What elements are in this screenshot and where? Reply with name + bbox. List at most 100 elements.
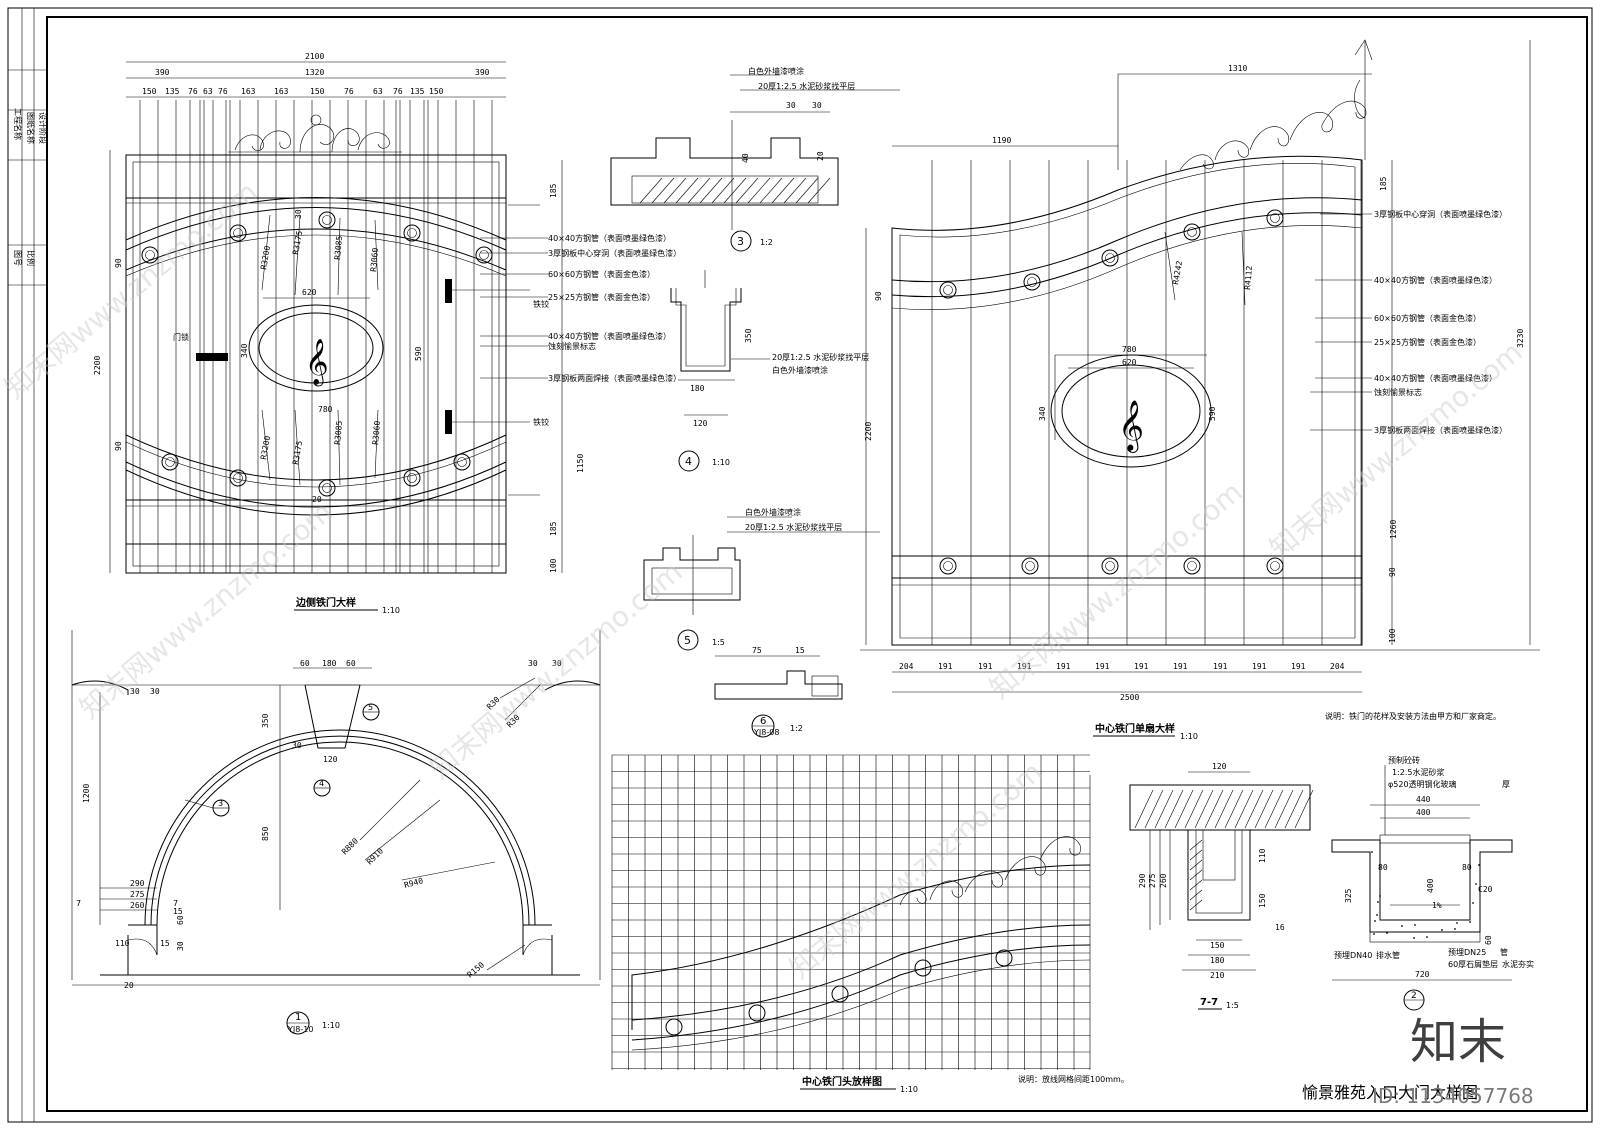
rosette-ring (318, 211, 336, 229)
bar-dim-label: 191 (1252, 662, 1267, 671)
radius-label: R3085 (333, 420, 344, 445)
d2-label: 管 (1500, 947, 1508, 957)
s77-dim: 150 (1258, 893, 1267, 908)
center-leaf-frame (891, 155, 1363, 646)
d3-dim: 20 (816, 151, 825, 161)
s77-title: 7-7 (1200, 997, 1218, 1008)
s77-dim: 180 (1210, 956, 1225, 965)
layout-scale: 1:10 (900, 1085, 918, 1094)
radius-label: R3200 (259, 245, 272, 270)
bar-dim-label: 135 (165, 87, 180, 96)
bar-dim-label: 191 (938, 662, 953, 671)
brand-logo: 知末 (1410, 1014, 1506, 1070)
d2-dim: 80 (1462, 863, 1472, 872)
d6-num: 6 (760, 716, 766, 727)
rosette-ring (943, 285, 953, 295)
rosette-ring (1025, 561, 1035, 571)
detail-3-section: 白色外墙漆喷涂 20厚1:2.5 水泥砂浆找平层 30 30 40 20 3 1… (610, 66, 900, 252)
scroll-ornament (1179, 39, 1373, 171)
s77-dim: 120 (1212, 762, 1227, 771)
arch-dim: 260 (130, 901, 145, 910)
d2-dim: 400 (1416, 808, 1431, 817)
d5-num: 5 (684, 634, 691, 647)
d2-label: φ520透明钢化玻璃 (1388, 779, 1457, 789)
d4-num: 4 (685, 455, 692, 468)
arch-dim: 15 (173, 907, 183, 916)
lock-label: 门锁 (173, 332, 189, 342)
dim-780: 780 (318, 405, 333, 414)
bar-dim-label: 163 (241, 87, 256, 96)
center-gate-layout-grid: 中心铁门头放样图 1:10 说明：放线网格间距100mm。 (611, 754, 1129, 1094)
bar-dim-label: 204 (899, 662, 914, 671)
side-strip: 工程名称 图纸名称 设计阶段 图号 比例 (13, 108, 48, 266)
arch-ref: YJ8-10 (287, 1025, 313, 1034)
dim-2100: 2100 (305, 52, 324, 61)
dim-2500: 2500 (1120, 693, 1139, 702)
bar-dim-label: 191 (1213, 662, 1228, 671)
rosette-ring (318, 479, 336, 497)
arch-callout-num: 3 (218, 799, 223, 808)
s77-dim: 16 (1275, 923, 1285, 932)
d2-num: 2 (1411, 991, 1417, 1001)
d3-dim: 30 (812, 101, 822, 110)
strip-text: 比例 (26, 250, 36, 266)
rosette-ring (1023, 273, 1041, 291)
center-leaf-note: 说明：铁门的花样及安装方法由甲方和厂家商定。 (1325, 711, 1501, 721)
rosette-ring (407, 228, 417, 238)
d3-callout (730, 230, 752, 252)
scroll-ornament (228, 114, 402, 153)
treble-clef-icon: 𝄞 (1118, 400, 1144, 453)
id-text: ID: 1134057768 (1372, 1084, 1534, 1108)
d3-label: 20厚1:2.5 水泥砂浆找平层 (758, 81, 855, 91)
material-label: 40×40方钢管（表面喷墨绿色漆） (548, 331, 671, 341)
bar-dim-label: 150 (142, 87, 157, 96)
radius-label: R4112 (1243, 265, 1254, 290)
bar-dim-label: 150 (310, 87, 325, 96)
material-label: 40×40方钢管（表面喷墨绿色漆） (1374, 275, 1497, 285)
d2-dim: C20 (1478, 885, 1493, 894)
side-gate-scale: 1:10 (382, 606, 400, 615)
d5-label: 20厚1:2.5 水泥砂浆找平层 (745, 522, 842, 532)
d2-dim: 440 (1416, 795, 1431, 804)
radius-label: R3175 (291, 230, 304, 255)
rosette-ring (1266, 557, 1284, 575)
rosette-ring (233, 228, 243, 238)
s77-dim: 210 (1210, 971, 1225, 980)
hinge-label: 铁铰 (533, 417, 549, 427)
arch-dim: 30 (528, 659, 538, 668)
arch-dim: 30 (552, 659, 562, 668)
d2-label: 水泥夯实 (1502, 959, 1534, 969)
detail-2-section: 440 400 80 80 325 400 60 720 C20 1% 预制砼砖… (1331, 755, 1534, 1011)
bar-dim-label: 76 (344, 87, 354, 96)
rosette-ring (1183, 557, 1201, 575)
bar-dim-label: 150 (429, 87, 444, 96)
watermark: 知末网www.znzmo.com (423, 555, 688, 785)
dim-1260: 1260 (1389, 520, 1398, 539)
arch-dim: 30 (150, 687, 160, 696)
sheet-title: 愉景雅苑入口大门大样图 (1302, 1083, 1478, 1102)
bar-dim-label: 204 (1330, 662, 1345, 671)
watermarks: 知末网www.znzmo.com 知末网www.znzmo.com 知末网www… (0, 175, 1529, 985)
bar-dim-label: 163 (274, 87, 289, 96)
rosette-ring (407, 473, 417, 483)
material-label: 3厚钢板两面焊接（表面喷墨绿色漆） (1374, 425, 1507, 435)
dim-340: 340 (1038, 406, 1047, 421)
inner-border (46, 16, 1588, 1112)
s77-dim: 275 (1148, 873, 1157, 888)
bar-dim-label: 191 (1134, 662, 1149, 671)
bar-dim-label: 191 (978, 662, 993, 671)
s77-dim: 260 (1159, 873, 1168, 888)
dim-185: 185 (1379, 176, 1388, 191)
side-gate-frame (125, 154, 507, 574)
dim-620: 620 (1122, 358, 1137, 367)
dim-3230: 3230 (1516, 329, 1525, 348)
d6-scale: 1:2 (790, 724, 803, 733)
rosette-ring (1266, 209, 1284, 227)
d2-label: 预埋DN25 (1448, 947, 1486, 957)
rosette-ring (939, 281, 957, 299)
arch-mark: 7 (76, 899, 81, 908)
rosette-ring (1187, 561, 1197, 571)
d2-dim: 1% (1432, 901, 1442, 910)
d4-dim: 180 (690, 384, 705, 393)
